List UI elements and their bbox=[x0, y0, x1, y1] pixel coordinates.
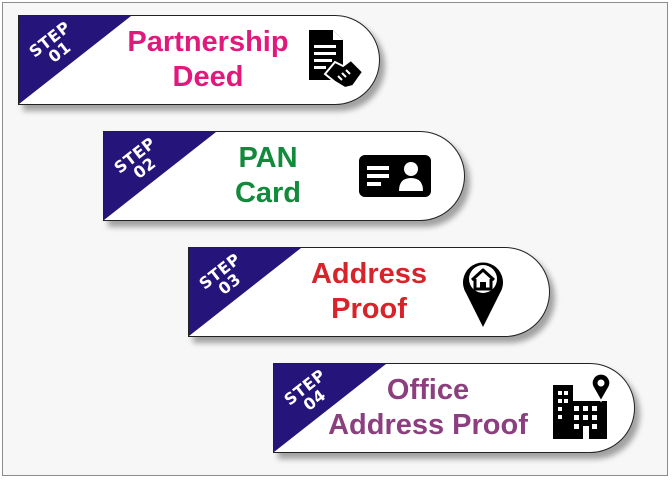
step-corner-02 bbox=[104, 132, 216, 220]
step-card-01: STEP 01 Partnership Deed bbox=[18, 15, 380, 105]
step-card-04: STEP 04 Office Address Proof bbox=[273, 363, 635, 453]
step-title-04: Office Address Proof bbox=[310, 364, 546, 452]
office-building-pin-icon bbox=[546, 364, 618, 452]
title-line-2: Address Proof bbox=[328, 409, 528, 441]
step-title-01: Partnership Deed bbox=[115, 16, 301, 104]
step-corner-01 bbox=[19, 16, 131, 104]
step-corner-04 bbox=[274, 364, 386, 452]
title-line-2: Card bbox=[234, 177, 302, 209]
title-line-1: Partnership bbox=[127, 26, 289, 58]
title-line-1: Office bbox=[386, 374, 470, 406]
step-title-02: PAN Card bbox=[200, 132, 336, 220]
id-card-icon bbox=[350, 132, 440, 220]
title-line-1: Address bbox=[310, 258, 428, 290]
deed-handshake-icon bbox=[303, 16, 369, 104]
title-line-1: PAN bbox=[238, 142, 298, 174]
diagram-canvas: STEP 01 Partnership Deed bbox=[2, 2, 668, 476]
step-title-03: Address Proof bbox=[281, 248, 457, 336]
step-corner-03 bbox=[189, 248, 301, 336]
step-card-03: STEP 03 Address Proof bbox=[188, 247, 550, 337]
home-location-pin-icon bbox=[453, 248, 513, 336]
title-line-2: Proof bbox=[331, 293, 407, 325]
title-line-2: Deed bbox=[172, 61, 244, 93]
step-card-02: STEP 02 PAN Card bbox=[103, 131, 465, 221]
